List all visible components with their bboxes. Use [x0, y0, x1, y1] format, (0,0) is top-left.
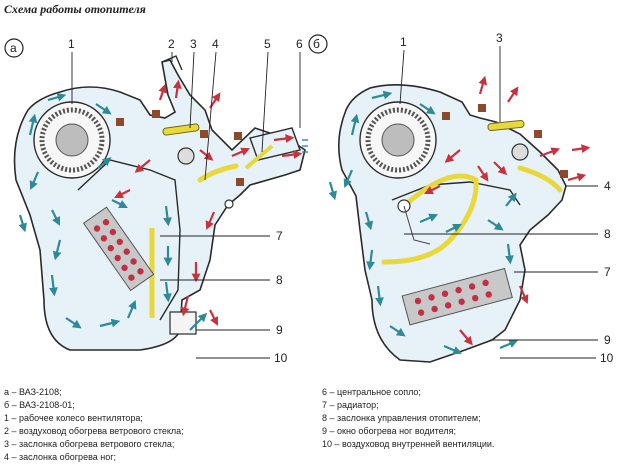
legend-item: 7 – радиатор; — [322, 400, 379, 410]
cold-air-flow-a — [18, 92, 208, 331]
label-a-4: 4 — [212, 37, 219, 51]
legend-item: 1 – рабочее колесо вентилятора; — [4, 413, 143, 423]
label-a-5: 5 — [264, 37, 271, 51]
nozzle-vent-lines-a — [302, 139, 308, 153]
flap-gear-b — [511, 143, 529, 161]
panel-b-badge: б — [313, 37, 320, 51]
label-b-3: 3 — [496, 31, 503, 45]
flap-pivot-a — [224, 199, 234, 209]
panel-a: а — [4, 37, 308, 365]
label-b-10: 10 — [600, 351, 614, 365]
leader-lines-a — [71, 51, 301, 359]
label-a-1: 1 — [68, 37, 75, 51]
fan-blades-b — [365, 107, 431, 173]
hot-air-flow-a — [114, 79, 303, 326]
foot-flap-a — [197, 163, 239, 183]
label-b-1: 1 — [400, 35, 407, 49]
windshield-duct-a — [161, 55, 183, 71]
diagram-title: Схема работы отопителя — [4, 2, 146, 16]
label-b-7: 7 — [604, 265, 611, 279]
flap-gear-a — [177, 147, 195, 165]
radiator-a — [82, 206, 155, 292]
heater-housing-a — [13, 59, 306, 351]
label-a-10: 10 — [274, 351, 288, 365]
label-a-3: 3 — [190, 37, 197, 51]
label-b-9: 9 — [604, 333, 611, 347]
legend-item: 10 – воздуховод внутренней вентиляции. — [322, 439, 495, 449]
label-a-9: 9 — [276, 323, 283, 337]
cold-air-flow-b — [328, 90, 519, 355]
flap-linkage-b — [403, 205, 431, 245]
legend-item: 9 – окно обогрева ног водителя; — [322, 426, 456, 436]
legend-right: 6 – центральное сопло; 7 – радиатор; 8 –… — [322, 386, 494, 451]
windshield-flap-b — [487, 119, 525, 132]
label-a-7: 7 — [276, 229, 283, 243]
fan-hub-a — [55, 123, 89, 157]
foot-flap-b — [517, 165, 563, 193]
seal-gaskets-b — [442, 104, 568, 178]
fan-hub-b — [381, 123, 415, 157]
legend-item: б – ВАЗ-2108-01; — [4, 400, 75, 410]
fan-blades-a — [39, 107, 105, 173]
legend-item: 4 – заслонка обогрева ног; — [4, 452, 117, 462]
leader-lines-b — [399, 46, 598, 359]
central-flap-a — [244, 144, 274, 170]
seal-gaskets-a — [116, 110, 244, 186]
legend-item: 3 – заслонка обогрева ветрового стекла; — [4, 439, 175, 449]
heater-diagram: а — [4, 31, 614, 365]
label-a-6: 6 — [296, 37, 303, 51]
legend-item: 8 – заслонка управления отопителем; — [322, 413, 481, 423]
heater-control-flap-b — [381, 173, 479, 265]
panel-a-badge-circle — [4, 38, 24, 58]
panel-a-badge: а — [10, 41, 17, 55]
panel-b-badge-circle — [308, 34, 328, 54]
label-b-8: 8 — [604, 227, 611, 241]
panel-b: б — [308, 31, 614, 365]
radiator-b — [401, 267, 513, 326]
legend-item: 2 – воздуховод обогрева ветрового стекла… — [4, 426, 184, 436]
label-a-8: 8 — [276, 273, 283, 287]
legend-item: 6 – центральное сопло; — [322, 387, 421, 397]
legend-item: а – ВАЗ-2108; — [4, 387, 62, 397]
legend-left: а – ВАЗ-2108; б – ВАЗ-2108-01; 1 – рабоч… — [4, 386, 184, 464]
foot-window-a — [169, 311, 197, 335]
label-a-2: 2 — [168, 37, 175, 51]
label-b-4: 4 — [604, 179, 611, 193]
hot-air-flow-b — [424, 75, 591, 346]
